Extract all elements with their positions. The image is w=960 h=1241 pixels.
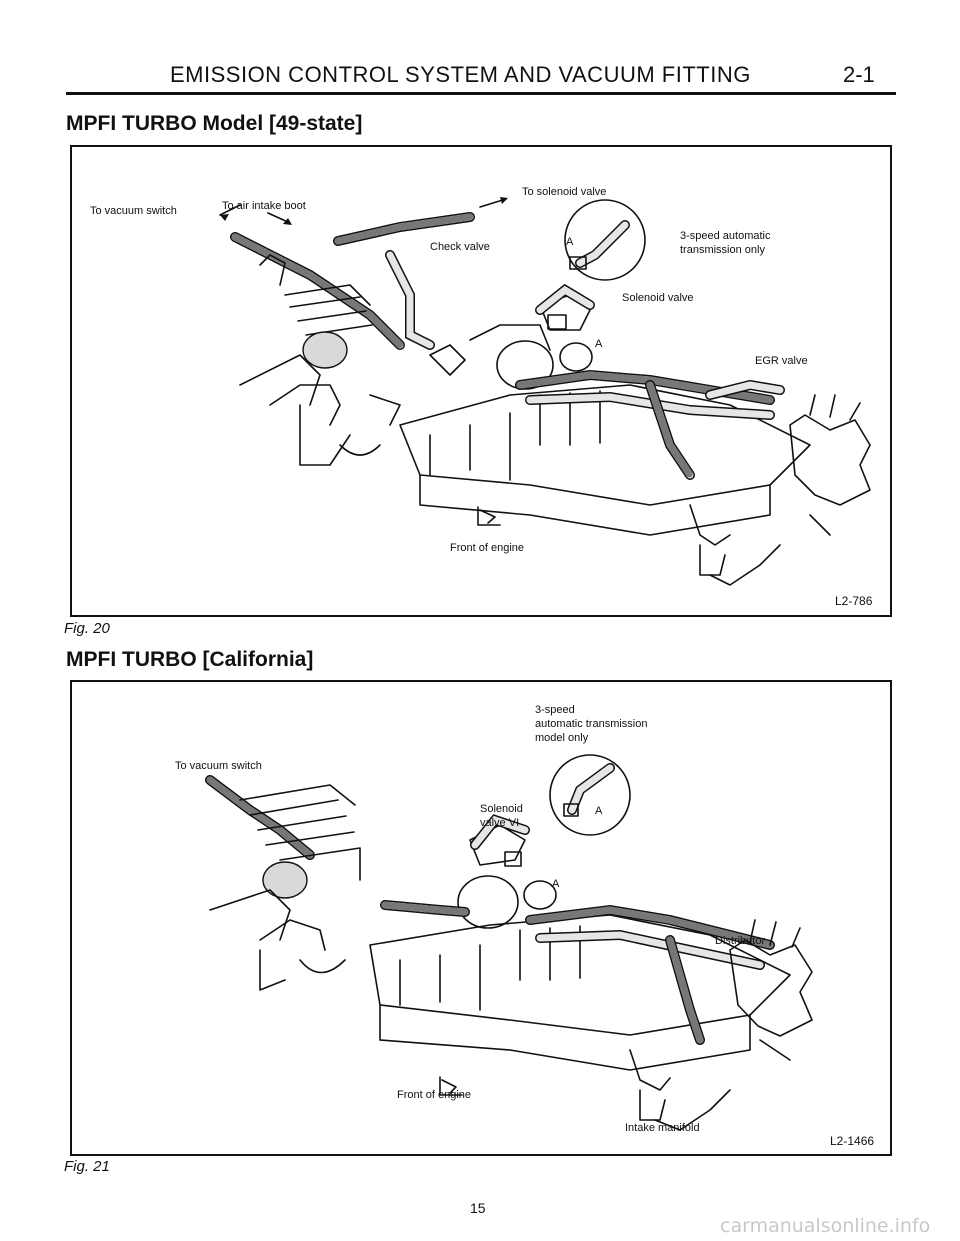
fig21-label-intake-manifold: Intake manifold xyxy=(625,1122,700,1134)
fig20-marker-a: A xyxy=(595,338,603,350)
fig21-caption: Fig. 21 xyxy=(64,1158,110,1175)
fig20-label-3-speed-automatic: 3-speed automatic xyxy=(680,230,771,242)
fig21-detail-a: A xyxy=(595,805,603,817)
fig20-engine-drawing xyxy=(219,197,871,586)
page-code: 2-1 xyxy=(843,62,875,87)
fig20-detail-a: A xyxy=(566,236,574,248)
fig21-engine-drawing xyxy=(205,754,813,1131)
fig20-label-check-valve: Check valve xyxy=(430,241,490,253)
fig20-label-egr-valve: EGR valve xyxy=(755,355,808,367)
running-header-title: EMISSION CONTROL SYSTEM AND VACUUM FITTI… xyxy=(170,62,751,87)
fig20-label-solenoid-valve: Solenoid valve xyxy=(622,292,694,304)
fig21-label-to-vacuum-switch: To vacuum switch xyxy=(175,760,262,772)
fig20-reference-code: L2-786 xyxy=(835,594,873,608)
fig21-label-automatic-transmission: automatic transmission xyxy=(535,718,648,730)
fig21-label-valve-vi: valve VI xyxy=(480,817,520,829)
fig21-label-model-only: model only xyxy=(535,732,589,744)
fig21-section-title: MPFI TURBO [California] xyxy=(66,648,314,671)
fig21-label-solenoid: Solenoid xyxy=(480,803,523,815)
fig21-reference-code: L2-1466 xyxy=(830,1134,875,1148)
fig21-marker-a: A xyxy=(552,878,560,890)
page-number: 15 xyxy=(470,1200,486,1216)
fig20-label-to-vacuum-switch: To vacuum switch xyxy=(90,205,177,217)
fig21-label-distributor: Distributor xyxy=(715,935,766,947)
fig20-label-to-air-intake-boot: To air intake boot xyxy=(222,200,306,212)
fig20-section-title: MPFI TURBO Model [49-state] xyxy=(66,112,363,135)
fig21-label-3-speed: 3-speed xyxy=(535,704,575,716)
watermark: carmanualsonline.info xyxy=(720,1215,931,1237)
fig20-label-transmission-only: transmission only xyxy=(680,244,765,256)
fig21-label-front-of-engine: Front of engine xyxy=(397,1089,471,1101)
header-rule xyxy=(66,92,896,95)
fig21-frame xyxy=(70,680,892,1156)
fig20-label-front-of-engine: Front of engine xyxy=(450,542,524,554)
fig20-label-to-solenoid-valve: To solenoid valve xyxy=(522,186,607,198)
fig20-caption: Fig. 20 xyxy=(64,620,110,637)
